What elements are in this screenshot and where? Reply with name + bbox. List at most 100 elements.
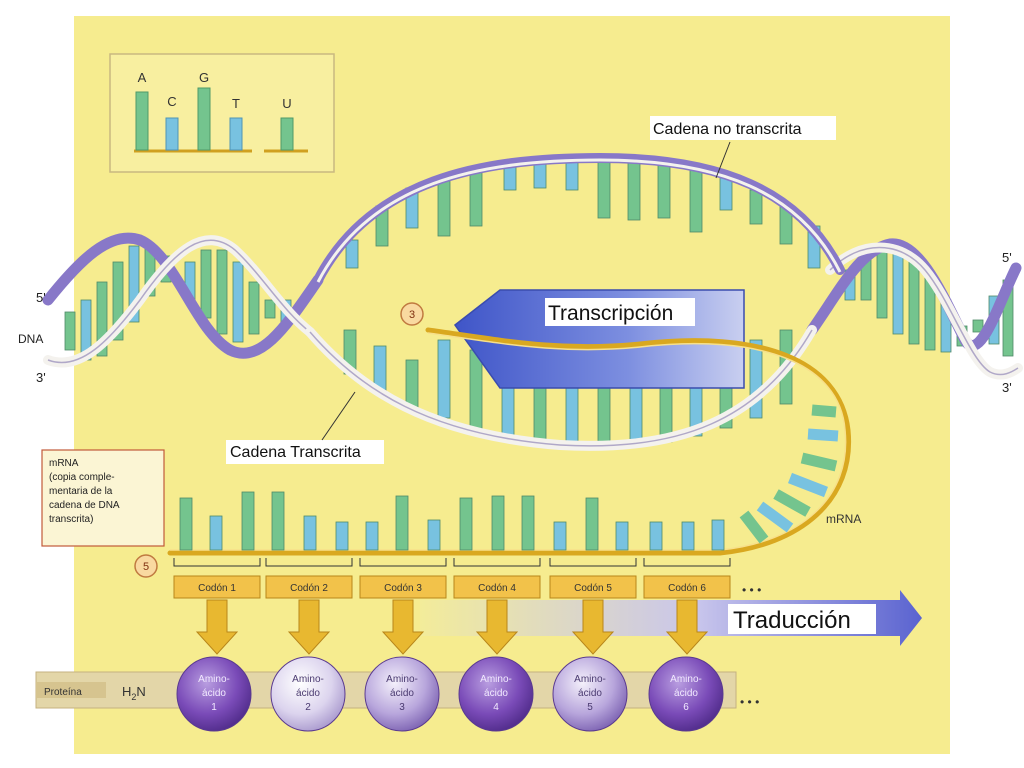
codon-ellipsis: • • • bbox=[742, 583, 761, 597]
mrna-base bbox=[711, 519, 725, 551]
dna-top-base bbox=[437, 177, 451, 237]
mrna-base bbox=[585, 497, 599, 551]
mrna-base bbox=[179, 497, 193, 551]
mrna-note-line-1: mRNA bbox=[49, 458, 79, 469]
legend-base-c: C bbox=[167, 94, 176, 109]
codon-label: Codón 3 bbox=[384, 583, 422, 594]
step-marker-3: 3 bbox=[400, 302, 424, 326]
dna-top-base bbox=[597, 161, 611, 219]
codon-label: Codón 4 bbox=[478, 583, 516, 594]
translation-label: Traducción bbox=[733, 607, 851, 634]
dna-top-base bbox=[627, 161, 641, 221]
legend-base-u: U bbox=[282, 96, 291, 111]
mrna-base bbox=[335, 521, 349, 551]
codon-arrow bbox=[571, 599, 615, 655]
amino-acid-line2: ácido bbox=[296, 688, 320, 699]
amino-acid-line2: ácido bbox=[578, 688, 602, 699]
amino-acid-line1: Amino- bbox=[386, 674, 418, 685]
dna-template-base bbox=[405, 359, 419, 409]
amino-acid-number: 1 bbox=[211, 702, 217, 713]
dna-helix-left bbox=[42, 232, 324, 368]
protein-label: Proteína bbox=[44, 687, 82, 698]
amino-acid-line2: ácido bbox=[674, 688, 698, 699]
codon-row: Codón 1 Codón 2 Codón 3 Codón 4 Codón 5 Codón… bbox=[173, 558, 731, 655]
dna-top-base bbox=[689, 167, 703, 233]
dna-rung bbox=[876, 249, 888, 319]
amino-acid-row: Amino-ácido1Amino-ácido2Amino-ácido3Amin… bbox=[176, 656, 724, 732]
dna-rung bbox=[96, 281, 108, 357]
mrna-curve-base bbox=[739, 510, 769, 544]
mrna-base bbox=[521, 495, 535, 551]
legend-base-g: G bbox=[199, 70, 209, 85]
codon-5: Codón 5 bbox=[549, 558, 637, 655]
translation-arrow: Traducción bbox=[420, 590, 922, 646]
h2n-label: H2N bbox=[122, 684, 146, 702]
transcription-label: Transcripción bbox=[548, 302, 673, 325]
amino-acid-line2: ácido bbox=[484, 688, 508, 699]
amino-acid-number: 5 bbox=[587, 702, 593, 713]
three-prime-left: 3' bbox=[36, 370, 46, 385]
dna-helix-right bbox=[806, 238, 1023, 380]
amino-acid-line1: Amino- bbox=[292, 674, 324, 685]
dna-rung bbox=[892, 249, 904, 335]
dna-top-base bbox=[533, 161, 547, 189]
codon-6: Codón 6 bbox=[643, 558, 731, 655]
mrna-note-box: mRNA (copia comple- mentaria de la caden… bbox=[41, 449, 165, 547]
dna-rung bbox=[264, 299, 276, 319]
amino-acid-line1: Amino- bbox=[198, 674, 230, 685]
amino-ellipsis: • • • bbox=[740, 695, 759, 709]
dna-template-base bbox=[437, 339, 451, 419]
mrna-base bbox=[681, 521, 695, 551]
mrna-curve-base bbox=[811, 404, 837, 418]
legend-base-a: A bbox=[138, 70, 147, 85]
mrna-curve-bases bbox=[739, 404, 839, 544]
base-legend: A C G T U bbox=[109, 53, 335, 173]
non-template-label: Cadena no transcrita bbox=[653, 121, 802, 138]
dna-base-pairs bbox=[64, 161, 1014, 447]
codon-1: Codón 1 bbox=[173, 558, 261, 655]
amino-acid-number: 2 bbox=[305, 702, 311, 713]
dna-rung bbox=[64, 311, 76, 351]
dna-label: DNA bbox=[18, 332, 43, 346]
mrna-curve-base bbox=[788, 472, 828, 498]
mrna-strand bbox=[167, 327, 852, 556]
mrna-base bbox=[459, 497, 473, 551]
mrna-base bbox=[271, 491, 285, 551]
codon-label: Codón 2 bbox=[290, 583, 328, 594]
dna-top-base bbox=[657, 163, 671, 219]
mrna-linear-bases bbox=[179, 491, 725, 551]
mrna-curve-base bbox=[773, 489, 811, 517]
dna-rung bbox=[248, 281, 260, 335]
amino-acid-number: 6 bbox=[683, 702, 689, 713]
mrna-note-line-2: (copia comple- bbox=[49, 472, 115, 483]
dna-template-base bbox=[469, 349, 483, 431]
mrna-note-line-3: mentaria de la bbox=[49, 486, 113, 497]
codon-3: Codón 3 bbox=[359, 558, 447, 655]
amino-acid-line1: Amino- bbox=[574, 674, 606, 685]
mrna-curve-base bbox=[800, 452, 838, 472]
svg-text:mRNA (copia comple-: mRNA (copia comple- mentaria de la caden… bbox=[49, 458, 122, 525]
svg-text:5: 5 bbox=[143, 561, 149, 573]
mrna-label: mRNA bbox=[826, 512, 861, 526]
mrna-curve-base bbox=[756, 501, 794, 533]
mrna-base bbox=[209, 515, 223, 551]
legend-base-t: T bbox=[232, 96, 240, 111]
dna-top-base bbox=[565, 161, 579, 191]
codon-label: Codón 5 bbox=[574, 583, 612, 594]
mrna-note-line-4: cadena de DNA bbox=[49, 500, 120, 511]
mrna-base bbox=[649, 521, 663, 551]
codon-2: Codón 2 bbox=[265, 558, 353, 655]
codon-arrow bbox=[287, 599, 331, 655]
dna-rung bbox=[908, 257, 920, 345]
codon-arrow bbox=[381, 599, 425, 655]
codon-label: Codón 1 bbox=[198, 583, 236, 594]
dna-rung bbox=[216, 249, 228, 335]
codon-arrow bbox=[665, 599, 709, 655]
codon-arrow bbox=[475, 599, 519, 655]
non-template-strand bbox=[313, 152, 845, 285]
dna-top-base bbox=[469, 169, 483, 227]
